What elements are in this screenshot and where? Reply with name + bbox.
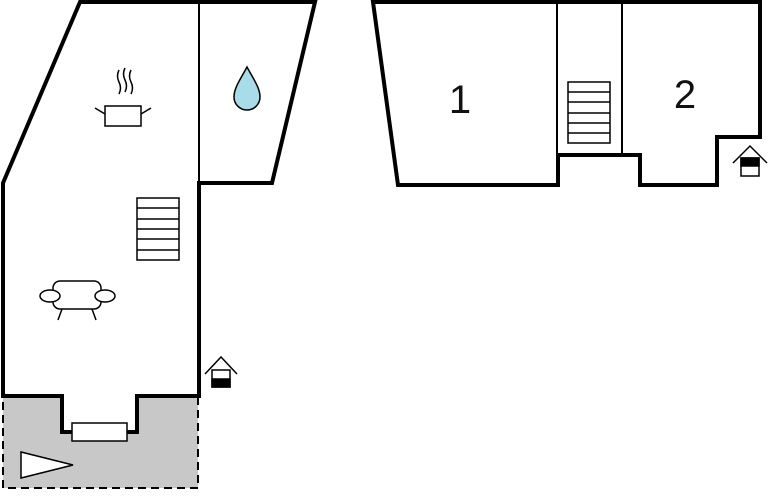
stairs-icon (567, 81, 611, 144)
terrace-icon (20, 451, 74, 479)
room-1-label: 1 (449, 78, 471, 122)
sofa-icon (39, 280, 116, 321)
entrance-up-icon (732, 144, 768, 177)
ground-floor (1, 0, 318, 479)
upper-floor: 1 2 (370, 0, 762, 187)
bathroom-water-drop-icon (233, 65, 261, 111)
entrance-down-icon (204, 355, 238, 388)
kitchen-pot-icon (94, 67, 152, 127)
room-2-label: 2 (674, 73, 696, 117)
stairs-icon (136, 197, 180, 261)
window (71, 422, 128, 442)
